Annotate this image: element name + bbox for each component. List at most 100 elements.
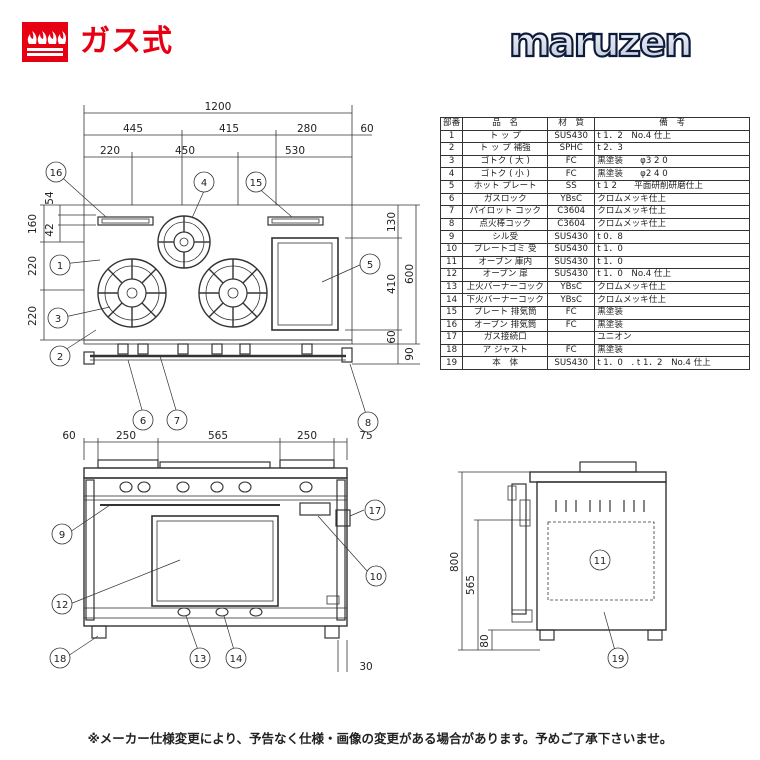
- cell-name: 下火バーナーコック: [462, 293, 549, 307]
- cell-name: ガス接続口: [462, 331, 549, 345]
- cell-note: 黒塗装: [594, 305, 751, 320]
- cell-note: t 1．0: [594, 255, 751, 270]
- callout-4: 4: [201, 178, 207, 189]
- cell-no: 11: [439, 255, 464, 270]
- callout-3: 3: [55, 314, 61, 325]
- front-view: [67, 438, 369, 672]
- cell-note: クロムメッキ仕上: [594, 192, 751, 207]
- side-dim-height: 800: [449, 552, 461, 572]
- cell-no: 5: [439, 179, 464, 194]
- brand-wordmark: maruzen: [509, 20, 691, 66]
- dim-top-6: 450: [175, 145, 195, 157]
- cell-material: SUS430: [547, 230, 596, 244]
- col-header-no: 部番: [439, 117, 464, 131]
- cell-material: SPHC: [547, 142, 596, 156]
- dim-right-2: 410: [386, 274, 398, 294]
- front-dim-bottom: 30: [359, 661, 372, 673]
- cell-note: ユニオン: [594, 331, 751, 345]
- front-dim-2: 250: [116, 430, 136, 442]
- cell-no: 13: [439, 280, 464, 295]
- cell-no: 1: [439, 129, 464, 144]
- dim-top-2: 415: [219, 123, 239, 135]
- cell-name: オーブン 庫内: [462, 255, 549, 270]
- cell-note: クロムメッキ仕上: [594, 217, 751, 232]
- cell-name: ト ッ プ: [462, 129, 549, 144]
- cell-note: クロムメッキ仕上: [594, 293, 751, 307]
- cell-material: YBsC: [547, 293, 596, 307]
- callout-16: 16: [50, 168, 63, 179]
- dim-right-4: 60: [386, 330, 398, 343]
- dim-left-5: 220: [27, 306, 39, 326]
- callout-11: 11: [594, 556, 607, 567]
- dim-top-4: 60: [360, 123, 373, 135]
- cell-no: 8: [439, 217, 464, 232]
- cell-name: ア ジャスト: [462, 343, 549, 358]
- cell-name: オーブン 扉: [462, 268, 549, 282]
- cell-name: ゴトク ( 小 ): [462, 167, 549, 181]
- cell-no: 18: [439, 343, 464, 358]
- cell-no: 16: [439, 318, 464, 333]
- callout-8: 8: [365, 418, 371, 429]
- cell-material: [547, 331, 596, 345]
- cell-material: SUS430: [547, 356, 596, 370]
- cell-note: 黒塗装 φ2 4 0: [594, 167, 751, 181]
- callout-7: 7: [174, 416, 180, 427]
- footer-notice: ※メーカー仕様変更により、予告なく仕様・画像の変更がある場合があります。予めご了…: [87, 731, 673, 746]
- cell-material: FC: [547, 167, 596, 181]
- cell-material: C3604: [547, 205, 596, 219]
- cell-material: C3604: [547, 217, 596, 232]
- front-dim-3: 565: [208, 430, 228, 442]
- cell-note: t 1．0: [594, 242, 751, 257]
- cell-name: 上火バーナーコック: [462, 280, 549, 295]
- cell-material: YBsC: [547, 192, 596, 207]
- front-dim-4: 250: [297, 430, 317, 442]
- cell-note: t 1．0 No.4 仕上: [594, 268, 751, 282]
- cell-no: 9: [439, 230, 464, 244]
- cell-no: 15: [439, 305, 464, 320]
- dim-top-1: 445: [123, 123, 143, 135]
- cell-name: パイロット コック: [462, 205, 549, 219]
- cell-material: FC: [547, 305, 596, 320]
- cell-note: t 2．3: [594, 142, 751, 156]
- cell-material: FC: [547, 343, 596, 358]
- side-dim-leg: 80: [479, 634, 491, 647]
- callout-10: 10: [370, 572, 383, 583]
- cell-note: t 1．0 . t 1．2 No.4 仕上: [594, 356, 751, 370]
- col-header-note: 備 考: [594, 117, 751, 131]
- cell-name: ト ッ プ 補強: [462, 142, 549, 156]
- cell-material: SS: [547, 179, 596, 194]
- cell-name: プレートゴミ 受: [462, 242, 549, 257]
- callout-15: 15: [250, 178, 263, 189]
- cell-name: シル受: [462, 230, 549, 244]
- cell-note: t 1．2 No.4 仕上: [594, 129, 751, 144]
- callouts: 16 4 15 1 5 3 2 6 7 8 9 17 12 10 18 13 1…: [45, 161, 629, 669]
- callout-12: 12: [56, 600, 69, 611]
- cell-material: YBsC: [547, 280, 596, 295]
- cell-material: SUS430: [547, 255, 596, 270]
- cell-no: 7: [439, 205, 464, 219]
- dim-right-1: 130: [386, 212, 398, 232]
- cell-name: ガスロック: [462, 192, 549, 207]
- cell-no: 10: [439, 242, 464, 257]
- dim-top-5: 220: [100, 145, 120, 157]
- cell-material: SUS430: [547, 268, 596, 282]
- gas-type-label: ガス式: [80, 24, 173, 59]
- front-dim-5: 75: [359, 430, 372, 442]
- cell-no: 19: [439, 356, 464, 370]
- cell-name: オーブン 排気筒: [462, 318, 549, 333]
- side-view: [458, 461, 667, 655]
- dim-top-7: 530: [285, 145, 305, 157]
